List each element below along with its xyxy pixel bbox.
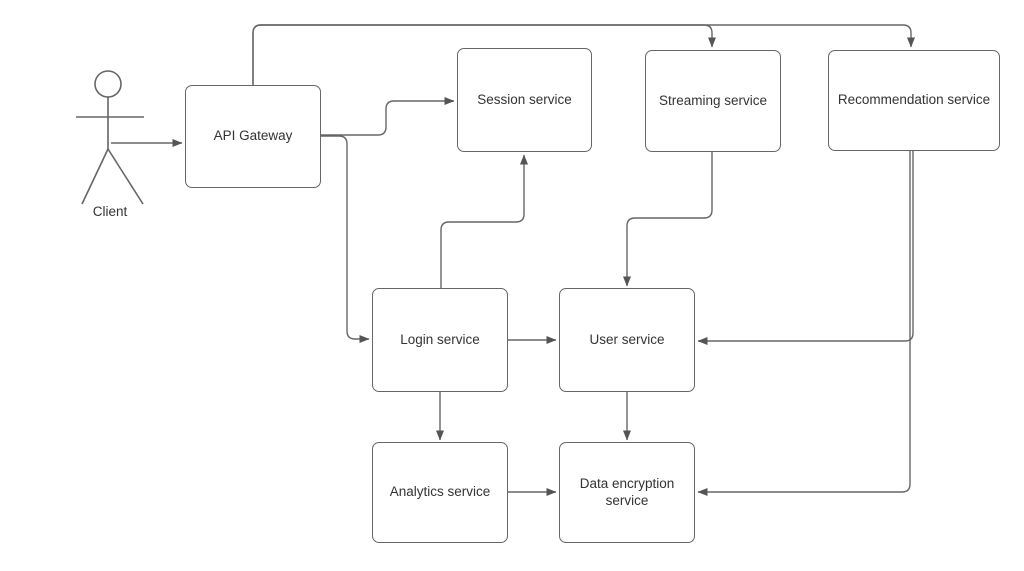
node-user-service[interactable]: User service bbox=[559, 288, 695, 392]
edge-login-service-to-session-service[interactable] bbox=[440, 154, 528, 288]
edge-recommendation-service-to-data-encryption-service[interactable] bbox=[697, 151, 911, 496]
node-analytics-service[interactable]: Analytics service bbox=[372, 442, 508, 543]
node-session-service[interactable]: Session service bbox=[457, 48, 592, 152]
node-session-service-label: Session service bbox=[477, 91, 572, 107]
node-user-service-label: User service bbox=[589, 331, 665, 347]
node-login-service[interactable]: Login service bbox=[372, 288, 508, 392]
node-data-encryption-service[interactable]: Data encryption service bbox=[559, 442, 695, 543]
edge-api-gateway-to-login-service[interactable] bbox=[321, 135, 370, 343]
node-recommendation-service-label: Recommendation service bbox=[837, 92, 991, 108]
edge-api-gateway-to-session-service[interactable] bbox=[321, 97, 455, 136]
node-api-gateway[interactable]: API Gateway bbox=[185, 85, 321, 188]
node-streaming-service-label: Streaming service bbox=[658, 92, 768, 108]
node-recommendation-service[interactable]: Recommendation service bbox=[828, 50, 1000, 151]
node-login-service-label: Login service bbox=[400, 331, 480, 347]
edge-streaming-service-to-user-service[interactable] bbox=[623, 152, 713, 287]
node-data-encryption-service-label: Data encryption service bbox=[579, 475, 675, 508]
client-actor-label: Client bbox=[92, 204, 128, 219]
edge-api-gateway-to-recommendation-service[interactable] bbox=[252, 24, 915, 85]
client-actor-icon[interactable] bbox=[76, 70, 144, 205]
node-streaming-service[interactable]: Streaming service bbox=[645, 50, 781, 152]
edge-recommendation-service-to-user-service[interactable] bbox=[697, 151, 914, 345]
node-analytics-service-label: Analytics service bbox=[389, 484, 491, 500]
node-api-gateway-label: API Gateway bbox=[213, 128, 293, 144]
